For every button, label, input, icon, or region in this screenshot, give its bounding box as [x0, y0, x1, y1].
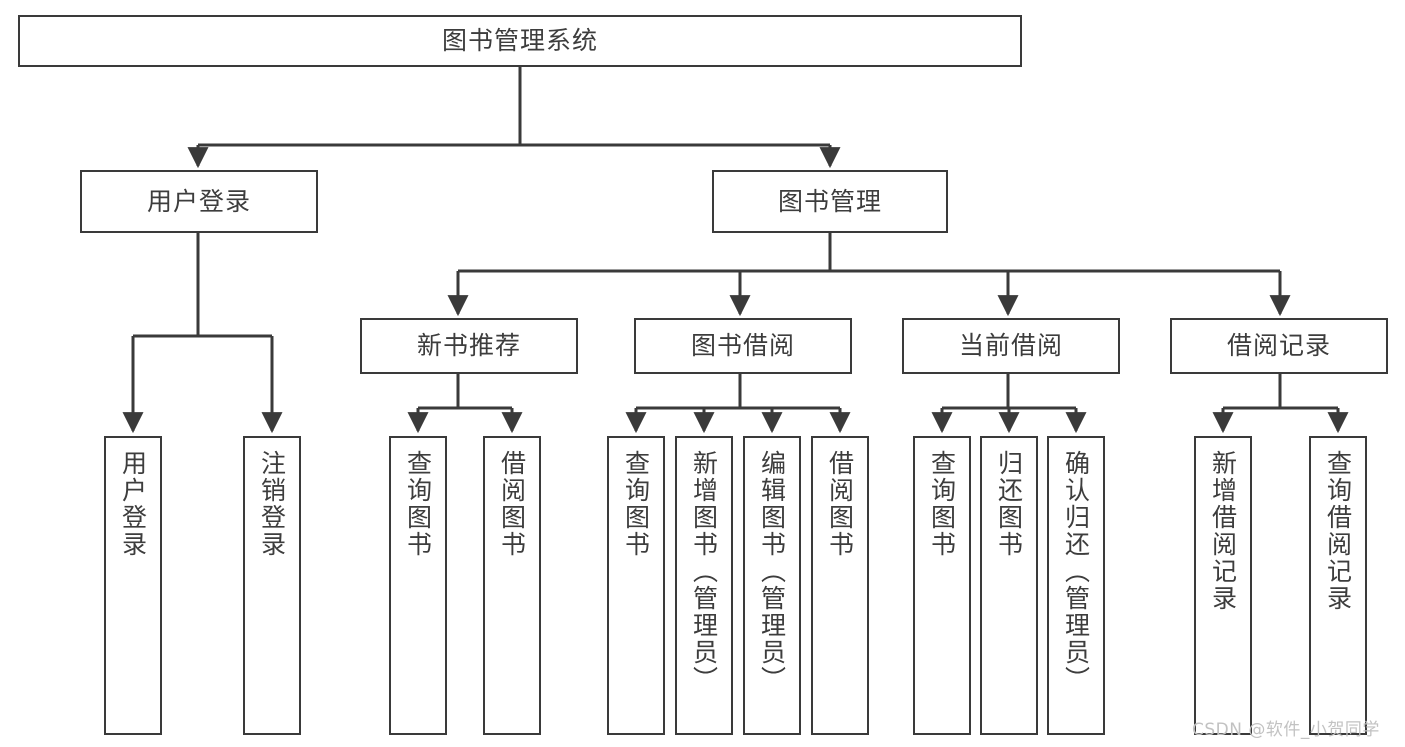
node-book-borrow[interactable]: 图书借阅 [634, 318, 852, 374]
node-label: 图书管理 [777, 186, 882, 216]
node-label: 查询图书 [927, 450, 957, 558]
leaf-logout[interactable]: 注销登录 [243, 436, 301, 735]
leaf-book-borrow-query-books[interactable]: 查询图书 [607, 436, 665, 735]
node-label: 借阅记录 [1226, 331, 1331, 361]
node-label: 查询图书 [621, 450, 651, 558]
node-label: 借阅图书 [497, 450, 527, 558]
node-root-book-management-system[interactable]: 图书管理系统 [18, 15, 1022, 67]
node-borrow-record[interactable]: 借阅记录 [1170, 318, 1388, 374]
leaf-new-book-borrow-books[interactable]: 借阅图书 [483, 436, 541, 735]
leaf-new-book-query-books[interactable]: 查询图书 [389, 436, 447, 735]
leaf-current-borrow-return-books[interactable]: 归还图书 [980, 436, 1038, 735]
node-label: 查询借阅记录 [1323, 450, 1353, 612]
node-label: 新书推荐 [416, 331, 521, 361]
node-label: 图书管理系统 [441, 26, 598, 56]
node-label: 借阅图书 [825, 450, 855, 558]
node-new-book-recommend[interactable]: 新书推荐 [360, 318, 578, 374]
leaf-book-borrow-add-book-admin[interactable]: 新增图书（管理员） [675, 436, 733, 735]
leaf-current-borrow-query-books[interactable]: 查询图书 [913, 436, 971, 735]
node-label: 注销登录 [257, 450, 287, 558]
node-book-management[interactable]: 图书管理 [712, 170, 948, 233]
node-label: 归还图书 [994, 450, 1024, 558]
node-label: 新增借阅记录 [1208, 450, 1238, 612]
node-label: 查询图书 [403, 450, 433, 558]
node-label: 编辑图书（管理员） [757, 450, 787, 693]
leaf-book-borrow-edit-book-admin[interactable]: 编辑图书（管理员） [743, 436, 801, 735]
node-label: 新增图书（管理员） [689, 450, 719, 693]
leaf-user-login[interactable]: 用户登录 [104, 436, 162, 735]
node-label: 当前借阅 [958, 331, 1063, 361]
leaf-borrow-record-add-record[interactable]: 新增借阅记录 [1194, 436, 1252, 735]
node-label: 用户登录 [118, 450, 148, 558]
node-user-login[interactable]: 用户登录 [80, 170, 318, 233]
watermark-csdn: CSDN @软件_小贺同学 [1192, 720, 1380, 740]
node-label: 用户登录 [146, 186, 251, 216]
node-label: 图书借阅 [690, 331, 795, 361]
node-label: 确认归还（管理员） [1061, 450, 1091, 693]
node-current-borrow[interactable]: 当前借阅 [902, 318, 1120, 374]
leaf-current-borrow-confirm-return-admin[interactable]: 确认归还（管理员） [1047, 436, 1105, 735]
leaf-book-borrow-borrow-books[interactable]: 借阅图书 [811, 436, 869, 735]
leaf-borrow-record-query-record[interactable]: 查询借阅记录 [1309, 436, 1367, 735]
